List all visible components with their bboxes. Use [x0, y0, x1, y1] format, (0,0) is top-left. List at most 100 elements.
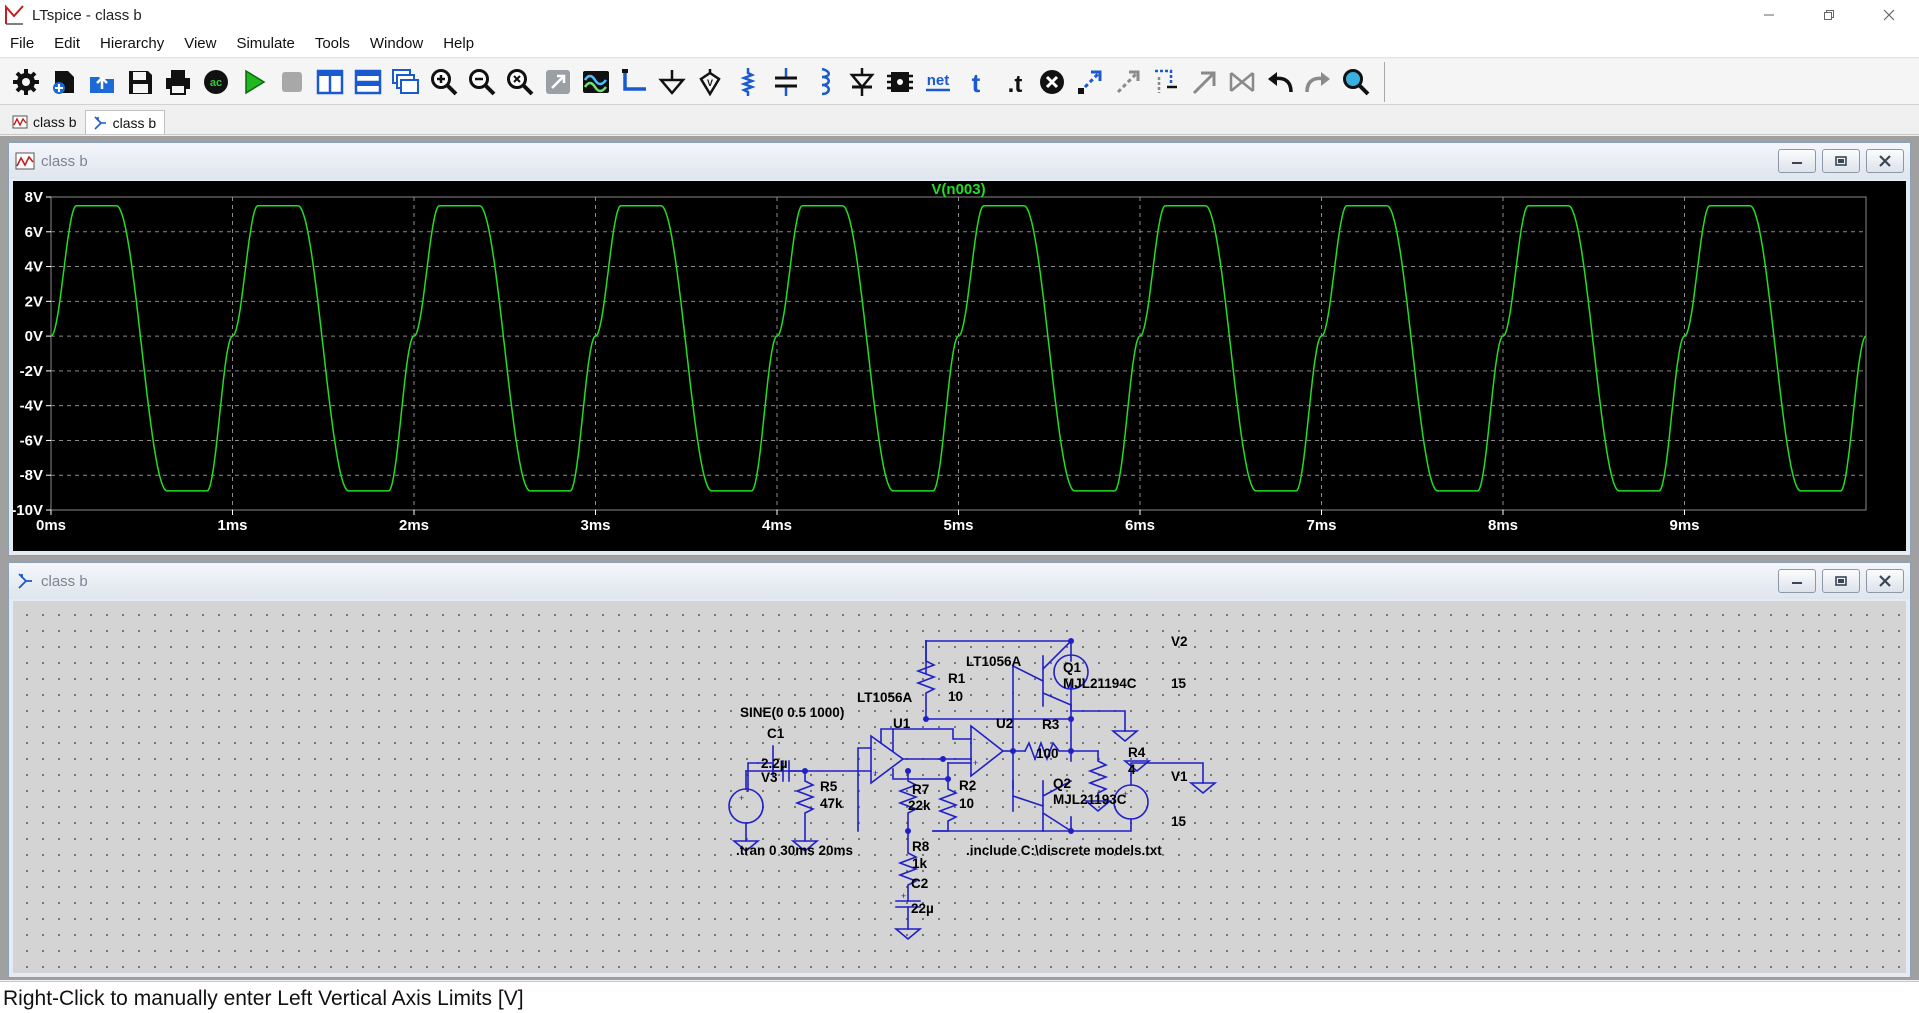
- delete-button[interactable]: [1036, 64, 1068, 100]
- net-label-icon: net: [926, 72, 950, 92]
- tab-schematic[interactable]: class b: [84, 110, 166, 134]
- waveform-maximize-button[interactable]: [1822, 149, 1860, 173]
- undo-button[interactable]: [1264, 64, 1296, 100]
- component-button[interactable]: [884, 64, 916, 100]
- menu-file[interactable]: File: [10, 34, 35, 52]
- print-button[interactable]: [162, 64, 194, 100]
- menu-tools[interactable]: Tools: [314, 34, 350, 52]
- waveform-window-title: class b: [41, 152, 88, 170]
- tile-horizontal-icon: [354, 69, 382, 95]
- toolbar-buttons: ac V net t .t: [10, 62, 1385, 102]
- tab-waveform[interactable]: class b: [6, 110, 85, 134]
- inductor-button[interactable]: [808, 64, 840, 100]
- schematic-drawing[interactable]: +++ -+-+ + V2 15 V1 15 Q1 MJL21194C Q2 M…: [13, 601, 1906, 973]
- r5-label: R5: [820, 779, 838, 794]
- r8-value: 1k: [912, 856, 928, 871]
- zoom-out-button[interactable]: [466, 64, 498, 100]
- waveform-button[interactable]: [580, 64, 612, 100]
- restore-button[interactable]: [1799, 0, 1859, 30]
- tran-directive[interactable]: .tran 0 30ms 20ms: [736, 843, 853, 858]
- halt-button[interactable]: [276, 64, 308, 100]
- minimize-button[interactable]: [1739, 0, 1799, 30]
- tile-vertical-button[interactable]: [314, 64, 346, 100]
- c1-value: 2.2µ: [761, 756, 788, 771]
- waveform-window-caption[interactable]: class b: [9, 143, 1910, 179]
- net-label-button[interactable]: net: [922, 64, 954, 100]
- waveform-minimize-button[interactable]: [1778, 149, 1816, 173]
- diode-button[interactable]: [846, 64, 878, 100]
- bus-button[interactable]: [1226, 64, 1258, 100]
- zoom-fit-button[interactable]: [504, 64, 536, 100]
- schematic-close-button[interactable]: [1866, 569, 1904, 593]
- save-button[interactable]: [124, 64, 156, 100]
- move-button[interactable]: [1074, 64, 1106, 100]
- menu-help[interactable]: Help: [443, 34, 475, 52]
- trace-title[interactable]: V(n003): [931, 181, 985, 198]
- y-tick-label: 2V: [25, 293, 43, 310]
- resistor-button[interactable]: [732, 64, 764, 100]
- menu-view[interactable]: View: [184, 34, 217, 52]
- menu-edit[interactable]: Edit: [54, 34, 81, 52]
- settings-icon: [13, 69, 39, 95]
- new-schematic-button[interactable]: [48, 64, 80, 100]
- capacitor-button[interactable]: [770, 64, 802, 100]
- wire-button[interactable]: [618, 64, 650, 100]
- trace-v-n003[interactable]: [50, 204, 1867, 492]
- status-text: Right-Click to manually enter Left Verti…: [3, 987, 524, 1010]
- schematic-window-controls: [1772, 569, 1904, 593]
- menu-window[interactable]: Window: [369, 34, 424, 52]
- menu-hierarchy[interactable]: Hierarchy: [100, 34, 165, 52]
- schematic-maximize-button[interactable]: [1822, 569, 1860, 593]
- redo-button[interactable]: [1302, 64, 1334, 100]
- spice-directive-icon: .t: [1008, 71, 1023, 97]
- settings-button[interactable]: [10, 64, 42, 100]
- tab-schematic-label: class b: [112, 114, 157, 131]
- waveform-close-button[interactable]: [1866, 149, 1904, 173]
- schematic-window-caption[interactable]: class b: [9, 563, 1910, 599]
- mirror-button[interactable]: [1150, 64, 1182, 100]
- run-button[interactable]: [238, 64, 270, 100]
- x-tick-label: 0ms: [36, 517, 66, 534]
- svg-text:+: +: [873, 768, 878, 778]
- zoom-out-icon: [469, 69, 496, 96]
- close-button[interactable]: [1859, 0, 1919, 30]
- q1-model: MJL21194C: [1063, 676, 1137, 691]
- find-icon: [1343, 69, 1370, 96]
- mirror-icon: [1155, 69, 1177, 93]
- rotate-button[interactable]: [1188, 64, 1220, 100]
- rotate-icon: [1192, 71, 1216, 95]
- open-button[interactable]: [86, 64, 118, 100]
- zoom-area-button[interactable]: [542, 64, 574, 100]
- menu-simulate[interactable]: Simulate: [236, 34, 295, 52]
- label-net-button[interactable]: V: [694, 64, 726, 100]
- schematic-window: class b: [8, 562, 1911, 978]
- find-button[interactable]: [1340, 64, 1372, 100]
- tab-waveform-label: class b: [33, 114, 77, 130]
- svg-text:V: V: [707, 78, 713, 88]
- minimize-icon: [1792, 582, 1802, 584]
- zoom-in-button[interactable]: [428, 64, 460, 100]
- r2-value: 10: [959, 796, 974, 811]
- spice-directive-button[interactable]: .t: [998, 64, 1030, 100]
- ac-analysis-button[interactable]: ac: [200, 64, 232, 100]
- ground-button[interactable]: [656, 64, 688, 100]
- svg-text:+: +: [1123, 789, 1128, 799]
- x-tick-label: 9ms: [1669, 517, 1699, 534]
- close-icon: [1879, 575, 1891, 587]
- schematic-minimize-button[interactable]: [1778, 569, 1816, 593]
- bus-icon: [1229, 72, 1255, 92]
- cascade-button[interactable]: [390, 64, 422, 100]
- waveform-window-controls: [1772, 149, 1904, 173]
- y-tick-label: -10V: [13, 502, 43, 519]
- x-tick-label: 8ms: [1488, 517, 1518, 534]
- tile-horizontal-button[interactable]: [352, 64, 384, 100]
- include-directive[interactable]: .include C:\discrete models.txt: [966, 843, 1162, 858]
- waveform-window-icon: [15, 152, 35, 170]
- svg-text:+: +: [739, 793, 744, 803]
- text-button[interactable]: t: [960, 64, 992, 100]
- drag-button[interactable]: [1112, 64, 1144, 100]
- schematic-canvas[interactable]: +++ -+-+ + V2 15 V1 15 Q1 MJL21194C Q2 M…: [13, 601, 1906, 973]
